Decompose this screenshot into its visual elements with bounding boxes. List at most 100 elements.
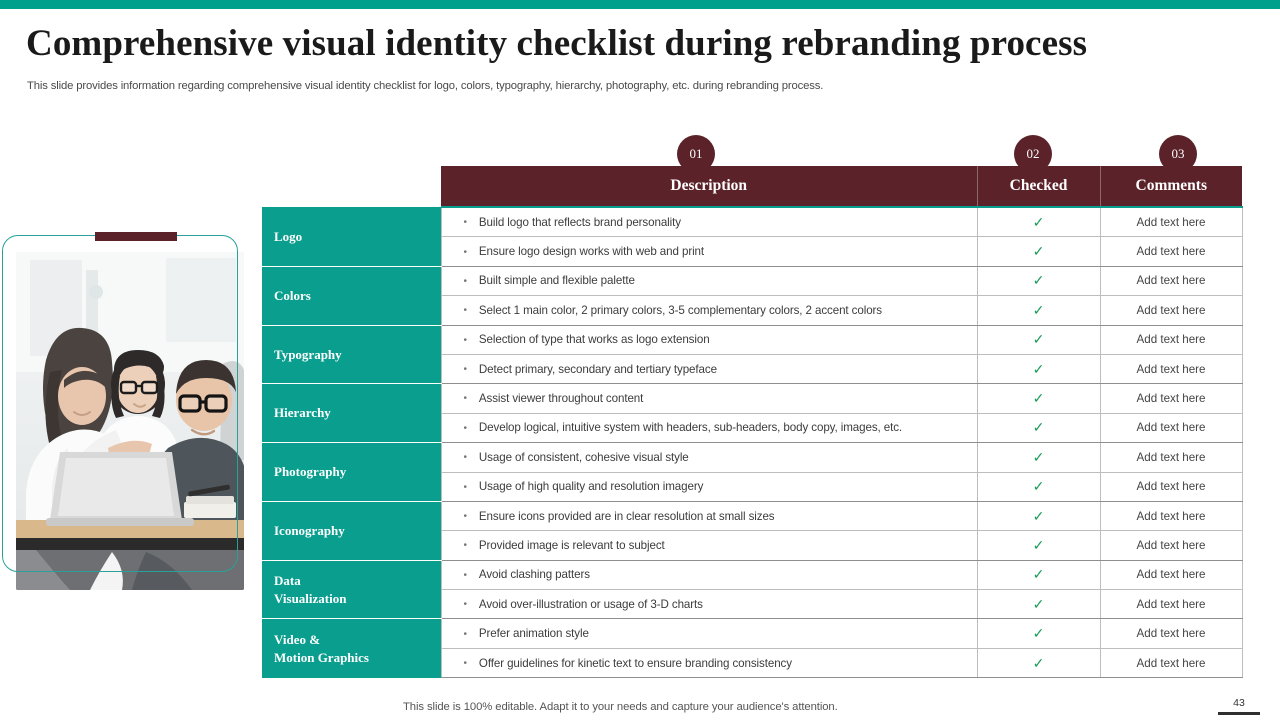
checkmark-icon[interactable]: ✓ bbox=[977, 442, 1101, 473]
checkmark-icon[interactable]: ✓ bbox=[977, 206, 1101, 238]
page-number: 43 bbox=[1233, 697, 1245, 709]
description-cell: •Usage of consistent, cohesive visual st… bbox=[440, 442, 978, 473]
bullet-icon: • bbox=[463, 334, 468, 346]
table-row: Colors•Built simple and flexible palette… bbox=[262, 266, 1243, 326]
checkmark-icon[interactable]: ✓ bbox=[977, 560, 1101, 591]
comment-cell[interactable]: Add text here bbox=[1100, 648, 1243, 679]
image-block bbox=[0, 232, 250, 592]
bullet-icon: • bbox=[463, 246, 468, 258]
description-cell: •Build logo that reflects brand personal… bbox=[440, 206, 978, 238]
description-cell: •Detect primary, secondary and tertiary … bbox=[440, 354, 978, 385]
badge-03: 03 bbox=[1159, 135, 1197, 173]
bullet-icon: • bbox=[463, 569, 468, 581]
table-row: Typography•Selection of type that works … bbox=[262, 325, 1243, 385]
table-row: •Detect primary, secondary and tertiary … bbox=[262, 354, 1243, 385]
checkmark-icon[interactable]: ✓ bbox=[977, 648, 1101, 679]
description-cell: •Prefer animation style bbox=[440, 618, 978, 649]
comment-cell[interactable]: Add text here bbox=[1100, 560, 1243, 591]
table-row: Hierarchy•Assist viewer throughout conte… bbox=[262, 383, 1243, 444]
bullet-icon: • bbox=[463, 422, 468, 434]
column-header-checked: Checked bbox=[976, 166, 1100, 207]
team-photo bbox=[16, 252, 244, 590]
checkmark-icon[interactable]: ✓ bbox=[977, 501, 1101, 532]
comment-cell[interactable]: Add text here bbox=[1100, 266, 1243, 297]
comment-cell[interactable]: Add text here bbox=[1100, 295, 1243, 326]
table-row: •Develop logical, intuitive system with … bbox=[262, 413, 1243, 444]
page-number-rule bbox=[1218, 712, 1260, 715]
category-cell: Photography bbox=[262, 442, 441, 502]
checkmark-icon[interactable]: ✓ bbox=[977, 325, 1101, 355]
page-subtitle: This slide provides information regardin… bbox=[27, 80, 824, 92]
comment-cell[interactable]: Add text here bbox=[1100, 354, 1243, 385]
column-header-comments: Comments bbox=[1099, 166, 1242, 207]
bullet-icon: • bbox=[463, 481, 468, 493]
description-cell: •Develop logical, intuitive system with … bbox=[440, 413, 978, 444]
table-row: Photography•Usage of consistent, cohesiv… bbox=[262, 442, 1243, 502]
table-row: •Avoid over-illustration or usage of 3-D… bbox=[262, 589, 1243, 620]
description-cell: •Selection of type that works as logo ex… bbox=[440, 325, 978, 355]
footer-note: This slide is 100% editable. Adapt it to… bbox=[403, 701, 838, 713]
checkmark-icon[interactable]: ✓ bbox=[977, 383, 1101, 414]
bullet-icon: • bbox=[463, 452, 468, 464]
table-row: •Provided image is relevant to subject✓A… bbox=[262, 530, 1243, 561]
comment-cell[interactable]: Add text here bbox=[1100, 530, 1243, 561]
comment-cell[interactable]: Add text here bbox=[1100, 589, 1243, 620]
bullet-icon: • bbox=[463, 217, 468, 229]
bullet-icon: • bbox=[463, 393, 468, 405]
comment-cell[interactable]: Add text here bbox=[1100, 206, 1243, 238]
bullet-icon: • bbox=[463, 511, 468, 523]
badge-02: 02 bbox=[1014, 135, 1052, 173]
table-row: •Offer guidelines for kinetic text to en… bbox=[262, 648, 1243, 679]
table-body: Logo•Build logo that reflects brand pers… bbox=[262, 206, 1243, 679]
top-accent-bar bbox=[0, 0, 1280, 9]
comment-cell[interactable]: Add text here bbox=[1100, 413, 1243, 444]
bullet-icon: • bbox=[463, 275, 468, 287]
checkmark-icon[interactable]: ✓ bbox=[977, 589, 1101, 620]
checkmark-icon[interactable]: ✓ bbox=[977, 295, 1101, 326]
category-cell: Hierarchy bbox=[262, 383, 441, 444]
bullet-icon: • bbox=[463, 599, 468, 611]
badge-01: 01 bbox=[677, 135, 715, 173]
category-cell: Iconography bbox=[262, 501, 441, 561]
comment-cell[interactable]: Add text here bbox=[1100, 325, 1243, 355]
checklist-table: Description Checked Comments Logo•Build … bbox=[262, 166, 1243, 679]
page-title: Comprehensive visual identity checklist … bbox=[26, 23, 1088, 64]
checkmark-icon[interactable]: ✓ bbox=[977, 354, 1101, 385]
checklist-table-wrap: Description Checked Comments Logo•Build … bbox=[262, 166, 1243, 679]
checkmark-icon[interactable]: ✓ bbox=[977, 266, 1101, 297]
description-cell: •Select 1 main color, 2 primary colors, … bbox=[440, 295, 978, 326]
comment-cell[interactable]: Add text here bbox=[1100, 501, 1243, 532]
table-row: Iconography•Ensure icons provided are in… bbox=[262, 501, 1243, 561]
comment-cell[interactable]: Add text here bbox=[1100, 442, 1243, 473]
comment-cell[interactable]: Add text here bbox=[1100, 383, 1243, 414]
checkmark-icon[interactable]: ✓ bbox=[977, 413, 1101, 444]
category-cell: Video &Motion Graphics bbox=[262, 618, 441, 678]
comment-cell[interactable]: Add text here bbox=[1100, 236, 1243, 267]
checkmark-icon[interactable]: ✓ bbox=[977, 472, 1101, 502]
table-row: •Select 1 main color, 2 primary colors, … bbox=[262, 295, 1243, 326]
checkmark-icon[interactable]: ✓ bbox=[977, 618, 1101, 649]
comment-cell[interactable]: Add text here bbox=[1100, 618, 1243, 649]
table-row: •Ensure logo design works with web and p… bbox=[262, 236, 1243, 267]
checkmark-icon[interactable]: ✓ bbox=[977, 236, 1101, 267]
category-cell: Colors bbox=[262, 266, 441, 326]
table-row: •Usage of high quality and resolution im… bbox=[262, 472, 1243, 502]
category-cell: Typography bbox=[262, 325, 441, 385]
comment-cell[interactable]: Add text here bbox=[1100, 472, 1243, 502]
bullet-icon: • bbox=[463, 628, 468, 640]
checkmark-icon[interactable]: ✓ bbox=[977, 530, 1101, 561]
bullet-icon: • bbox=[463, 305, 468, 317]
description-cell: •Provided image is relevant to subject bbox=[440, 530, 978, 561]
bullet-icon: • bbox=[463, 540, 468, 552]
description-cell: •Offer guidelines for kinetic text to en… bbox=[440, 648, 978, 679]
bullet-icon: • bbox=[463, 657, 468, 669]
description-cell: •Ensure logo design works with web and p… bbox=[440, 236, 978, 267]
description-cell: •Assist viewer throughout content bbox=[440, 383, 978, 414]
image-accent-bar bbox=[95, 232, 177, 241]
description-cell: •Built simple and flexible palette bbox=[440, 266, 978, 297]
table-row: Logo•Build logo that reflects brand pers… bbox=[262, 206, 1243, 267]
category-cell: Logo bbox=[262, 207, 441, 267]
description-cell: •Usage of high quality and resolution im… bbox=[440, 472, 978, 502]
